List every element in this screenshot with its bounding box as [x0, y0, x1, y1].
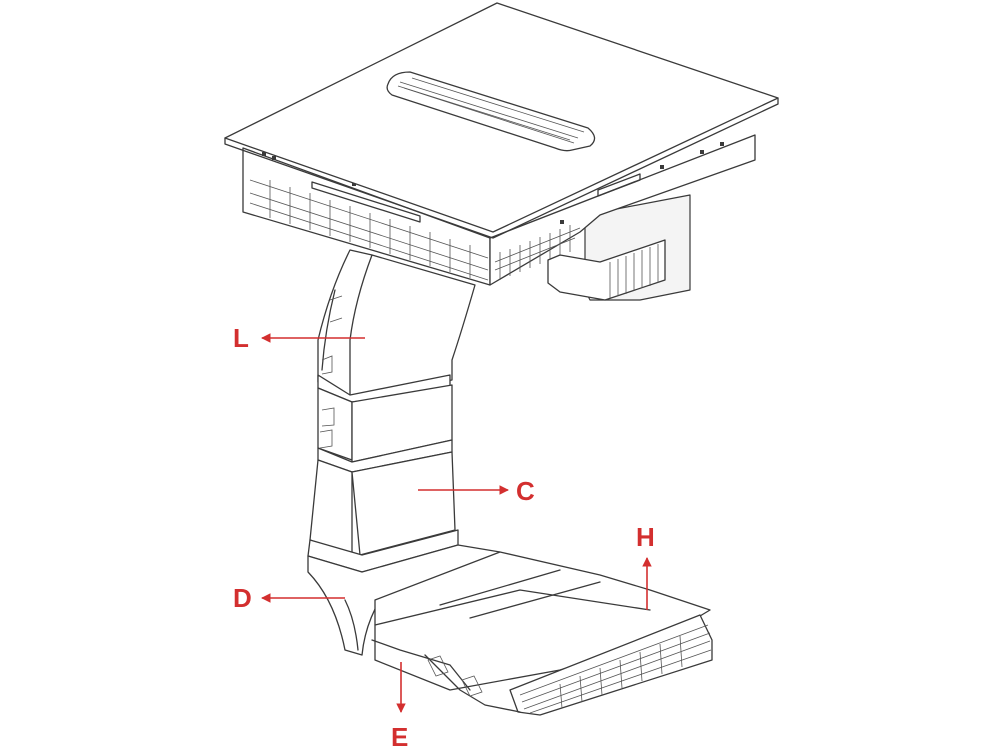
label-h: H — [636, 522, 655, 552]
label-l: L — [233, 323, 249, 353]
hob-body-side — [262, 134, 756, 286]
label-e: E — [391, 722, 408, 750]
vertical-duct — [307, 249, 476, 573]
motor-housing — [547, 194, 691, 301]
label-d: D — [233, 583, 252, 613]
top-extraction-vent — [386, 71, 596, 152]
label-c: C — [516, 476, 535, 506]
horizontal-duct — [307, 544, 713, 716]
hob-unit — [224, 2, 779, 301]
